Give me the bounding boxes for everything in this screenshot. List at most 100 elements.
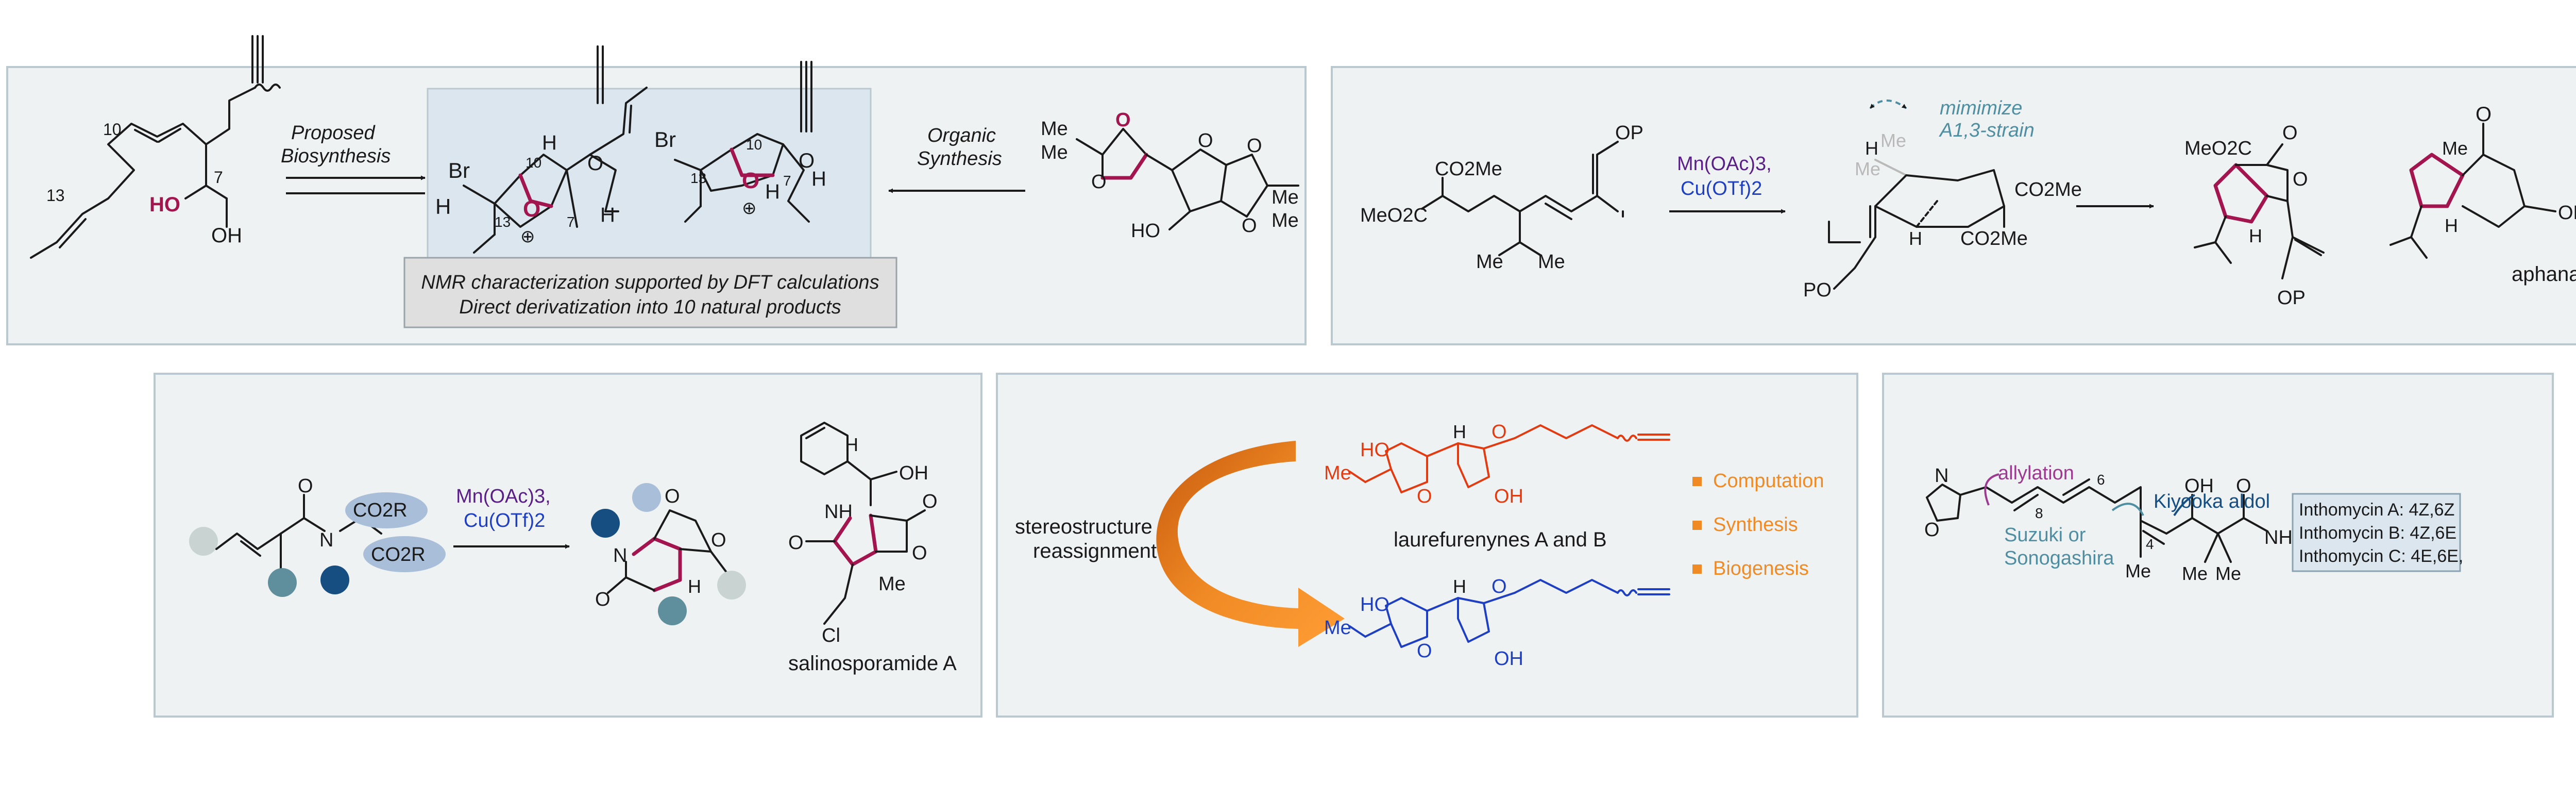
label-co2me: CO2Me: [1435, 158, 1502, 180]
kiyooka-curve: [2173, 494, 2195, 517]
label-h-3: H: [600, 204, 615, 226]
panel2-background: [1331, 66, 2576, 345]
label-ho: HO: [149, 193, 180, 216]
legend-box: [2292, 493, 2461, 572]
label-oh-red: OH: [1494, 486, 1523, 507]
label-n-p: N: [613, 545, 627, 567]
label-oh-aph: OH: [2558, 202, 2576, 224]
product-dot-2: [632, 483, 661, 512]
label-h-blue: H: [1453, 576, 1466, 597]
suzuki-curve: [2111, 503, 2144, 516]
product-dot-1: [591, 509, 620, 538]
label-oh: OH: [211, 224, 242, 247]
label-c13: 13: [46, 186, 65, 205]
label-laurefurenynes: laurefurenynes A and B: [1394, 528, 1607, 551]
label-o-red-2: O: [1492, 421, 1507, 443]
label-me-ts-1: Me: [1880, 130, 1906, 151]
bicyclic-oxonium: Br H H O ⊕ O H 10 13 7 Br: [435, 45, 826, 254]
label-h-red: H: [1453, 421, 1466, 442]
label-c10: 10: [103, 120, 122, 139]
label-op-prod: OP: [2277, 287, 2306, 309]
label-reassignment: reassignment: [1033, 540, 1157, 562]
legend-inthomycin-c: Inthomycin C: 4E,6E,: [2299, 546, 2463, 566]
panel-laurefurenynes: stereostructure reassignment HO Me O H O…: [996, 373, 1858, 718]
label-me-blue: Me: [1324, 617, 1351, 639]
label-c10-b: 10: [526, 155, 541, 171]
note-line-1: NMR characterization supported by DFT ca…: [421, 272, 879, 293]
label-meo2c: MeO2C: [1360, 205, 1428, 226]
label-allylation: allylation: [1998, 462, 2074, 484]
label-ho-2: HO: [1131, 220, 1160, 242]
label-h-ts: H: [1865, 138, 1878, 159]
label-oplus-2: ⊕: [742, 198, 757, 218]
label-me-aph: Me: [2442, 138, 2468, 159]
bicyclic-lactam: N O O O H: [591, 483, 746, 625]
salinosporamide-structure: H OH NH O O O Me Cl salinosporamide A: [788, 422, 957, 675]
reagent-mn-2: Mn(OAc)3,: [456, 486, 551, 507]
bullet-square-2: [1692, 521, 1702, 530]
label-o-sal-3: O: [912, 542, 927, 564]
label-me-3: Me: [1272, 187, 1299, 208]
label-co2r-2: CO2R: [371, 544, 426, 566]
label-o-blue-2: O: [1492, 576, 1507, 597]
label-me-2: Me: [1041, 142, 1068, 163]
co2r-highlight-1: [345, 492, 428, 528]
arrow-label-synthesis: Synthesis: [917, 148, 1002, 170]
label-o-9: O: [1242, 215, 1257, 237]
laurefurenyne-revised: HO Me O H O OH: [1324, 576, 1670, 670]
label-br-2: Br: [654, 127, 676, 152]
label-o-6: O: [1091, 171, 1107, 193]
label-c10-c: 10: [746, 137, 762, 153]
bullet-square-3: [1692, 564, 1702, 574]
product-dot-4: [658, 596, 687, 625]
label-oplus-1: ⊕: [520, 227, 535, 246]
label-o-oxazole: O: [1924, 519, 1940, 541]
bullet-square-1: [1692, 477, 1702, 486]
label-h-sal: H: [845, 434, 858, 455]
label-br-1: Br: [448, 158, 470, 182]
label-o-1: O: [523, 196, 540, 222]
label-ts-co2me-1: CO2Me: [2014, 179, 2082, 201]
reagent-cu-2: Cu(OTf)2: [464, 510, 545, 531]
label-me-1: Me: [1041, 118, 1068, 140]
label-o-4: O: [799, 149, 815, 172]
bullet-biogenesis: Biogenesis: [1713, 558, 1809, 579]
label-o-lactone: O: [2282, 122, 2298, 144]
bullet-synthesis: Synthesis: [1713, 514, 1798, 536]
label-co2r-1: CO2R: [353, 500, 408, 521]
product-dot-3: [717, 571, 746, 600]
method-bullets: Computation Synthesis Biogenesis: [1692, 470, 1824, 579]
lactone-product: MeO2C O O H OP: [2184, 122, 2325, 309]
laurefurenyne-original: HO Me O H O OH: [1324, 421, 1670, 507]
label-cl-sal: Cl: [822, 625, 840, 646]
label-h-1: H: [435, 194, 451, 219]
panel-salinosporamide: O N CO2R CO2R Mn(OAc)3, Cu(OTf)2 N O O O: [154, 373, 982, 718]
label-stereostructure: stereostructure: [1015, 516, 1153, 538]
product-highlight-box: [427, 88, 872, 262]
label-ho-blue: HO: [1360, 594, 1389, 616]
label-ts-co2me-2: CO2Me: [1960, 228, 2028, 250]
label-me-sal: Me: [878, 573, 906, 595]
label-o-p3: O: [711, 529, 726, 551]
label-salinosporamide: salinosporamide A: [788, 652, 957, 675]
label-h-5: H: [811, 168, 826, 190]
label-kiyooka: Kiyooka aldol: [2154, 491, 2270, 512]
panel-biosynthesis: 10 13 7 HO OH Proposed Biosynthesis Br H: [6, 35, 1307, 345]
label-me-ts-2: Me: [1855, 158, 1880, 179]
label-oh-sal: OH: [899, 462, 928, 484]
label-h-4: H: [765, 180, 780, 203]
label-o-p2: O: [665, 486, 680, 507]
label-o-aph: O: [2476, 103, 2492, 126]
label-n6: 6: [2097, 472, 2105, 488]
label-o-8: O: [1247, 135, 1262, 157]
label-o-red-1: O: [1417, 486, 1432, 507]
label-n4: 4: [2146, 536, 2154, 552]
label-c7-b: 7: [567, 214, 575, 230]
substituent-dot-1: [189, 527, 218, 556]
label-sonogashira: Sonogashira: [2004, 547, 2114, 569]
substrate-polyene: 10 13 7 HO OH: [30, 35, 281, 259]
label-aphanamol: aphanamol I: [2512, 263, 2576, 286]
inthomycin-legend: Inthomycin A: 4Z,6Z Inthomycin B: 4Z,6E …: [2292, 493, 2463, 572]
legend-inthomycin-b: Inthomycin B: 4Z,6E: [2299, 523, 2456, 543]
acyclic-substrate: O N CO2R CO2R: [189, 475, 446, 597]
